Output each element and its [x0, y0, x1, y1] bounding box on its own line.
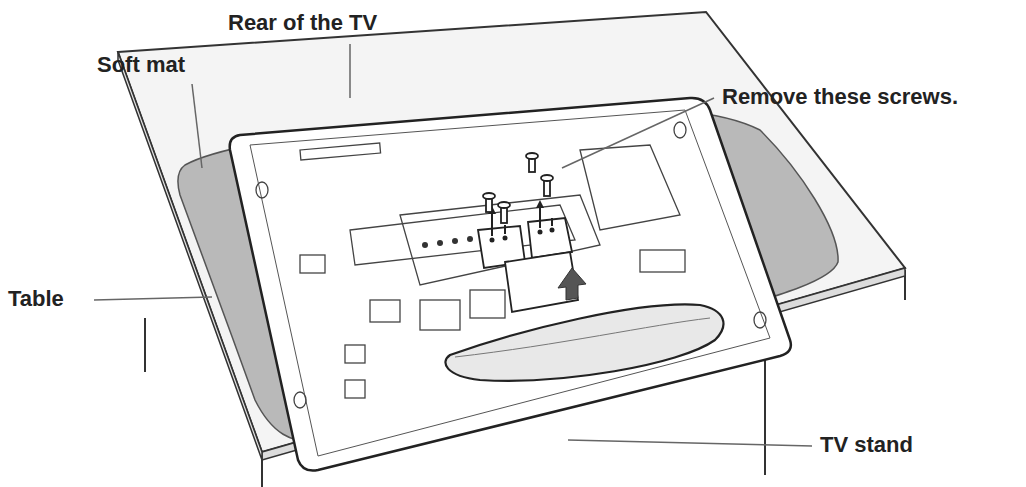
part-label: Table — [8, 286, 64, 312]
part-label: Remove these screws. — [722, 84, 958, 110]
part-label: TV stand — [820, 432, 913, 458]
part-label: Soft mat — [97, 52, 185, 78]
part-label: Rear of the TV — [228, 10, 377, 36]
